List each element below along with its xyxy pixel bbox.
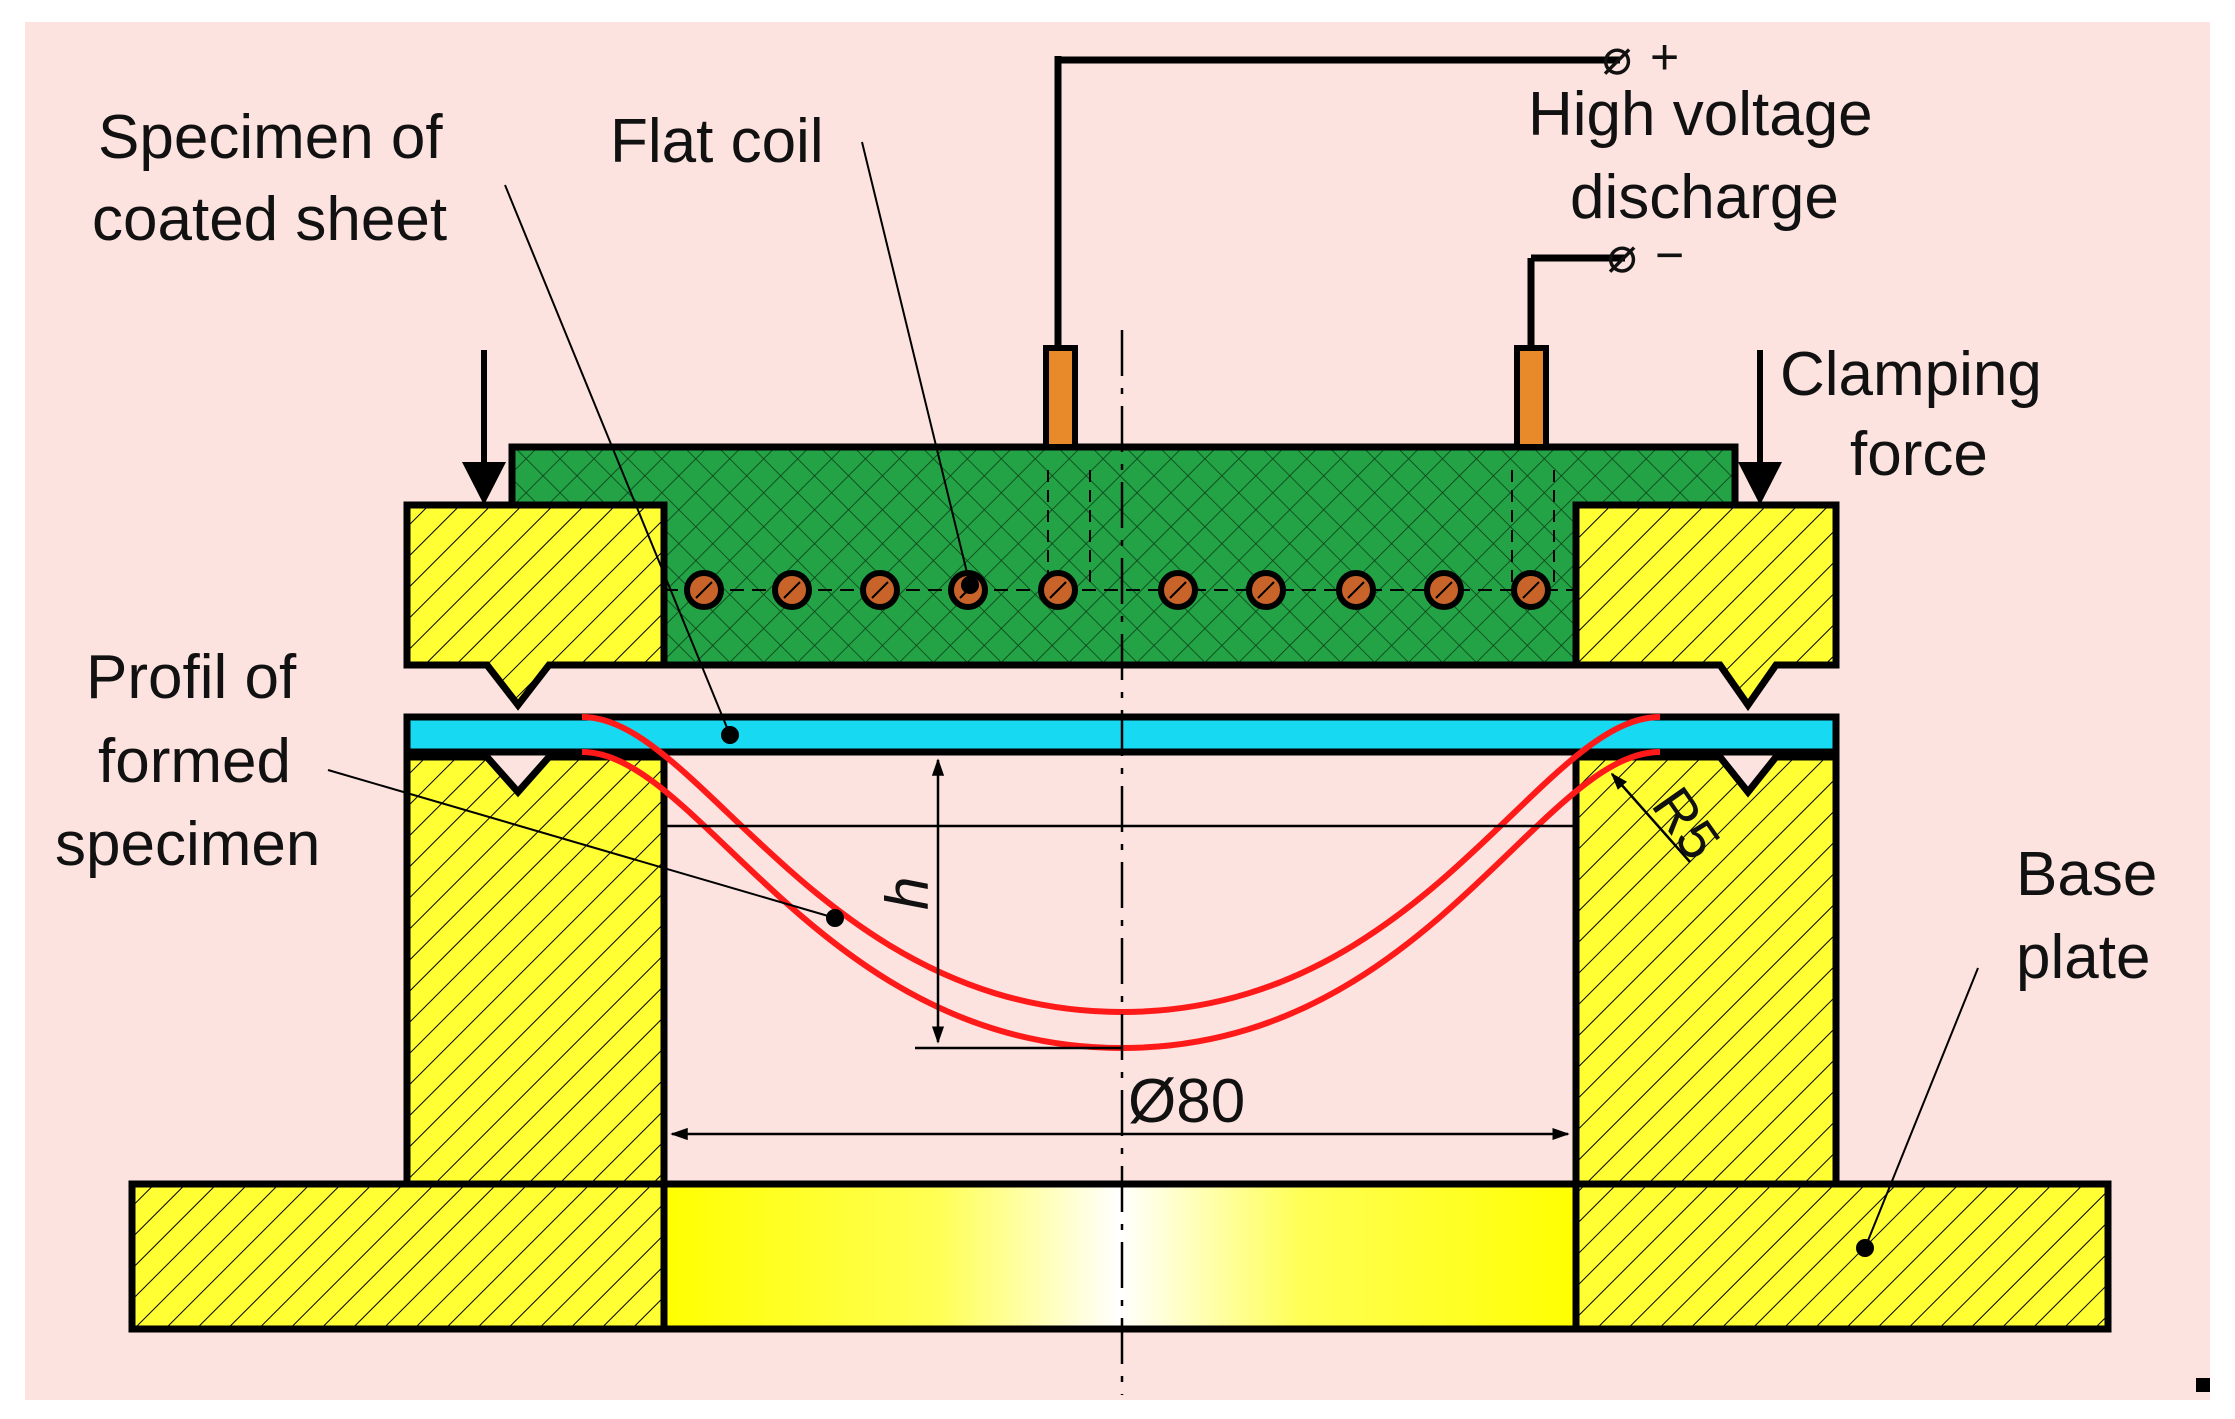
- coil-turn: [1336, 570, 1376, 610]
- radius-dimension: [1610, 772, 1691, 863]
- base-plate-label-line1: Base: [2016, 840, 2157, 909]
- clamping-force-label-line1: Clamping: [1780, 340, 2042, 409]
- height-symbol: h: [874, 877, 941, 910]
- coil-turn: [772, 570, 812, 610]
- specimen-label-line2: coated sheet: [92, 185, 447, 254]
- diagram-background: [25, 22, 2210, 1400]
- base-plate-bore: [660, 1180, 1580, 1333]
- positive-terminal-label: +: [1650, 29, 1679, 85]
- profile-label-line1: Profil of: [86, 643, 297, 712]
- flat-coil-body: [508, 443, 1739, 669]
- negative-terminal: [1514, 345, 1549, 450]
- coil-turn: [1158, 570, 1198, 610]
- base-plate: [128, 1180, 2112, 1333]
- corner-marker: [2196, 1378, 2210, 1392]
- profile-label-line2: formed: [98, 727, 291, 796]
- specimen-label-line1: Specimen of: [98, 103, 443, 172]
- clamping-force-arrows: [462, 350, 1782, 505]
- high-voltage-label-line1: High voltage: [1528, 80, 1873, 149]
- base-plate-label-line2: plate: [2016, 923, 2150, 992]
- coil-turn: [1424, 570, 1464, 610]
- coil-turn: [1511, 570, 1551, 610]
- coil-turn: [1038, 570, 1078, 610]
- coil-terminals: [1043, 56, 1625, 450]
- positive-terminal: [1043, 345, 1078, 450]
- negative-terminal-label: −: [1655, 227, 1684, 283]
- positive-terminal-symbol: ⌀: [1602, 29, 1632, 85]
- height-dimension: [664, 758, 1576, 1050]
- high-voltage-label-line2: discharge: [1570, 163, 1839, 232]
- coil-turn: [860, 570, 900, 610]
- negative-terminal-symbol: ⌀: [1607, 227, 1637, 283]
- coil-turn: [1246, 570, 1286, 610]
- coil-turn: [684, 570, 724, 610]
- leader-lines: [327, 141, 1979, 1257]
- flat-coil-label: Flat coil: [610, 107, 824, 176]
- clamping-force-label-line2: force: [1850, 420, 1988, 489]
- profile-label-line3: specimen: [55, 810, 320, 879]
- diameter-label: Ø80: [1128, 1067, 1245, 1136]
